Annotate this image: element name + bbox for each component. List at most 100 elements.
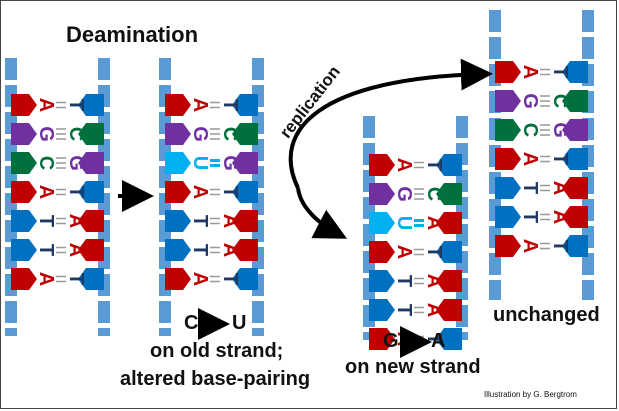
base-a-left — [11, 181, 37, 203]
base-a-left — [11, 94, 37, 116]
base-a-right — [562, 177, 588, 199]
base-letter-a: A — [65, 214, 87, 228]
base-letter-t: T — [65, 273, 87, 285]
base-g-left — [369, 183, 395, 205]
base-letter-a: A — [189, 98, 211, 112]
base-letter-t: T — [35, 244, 57, 256]
base-t-right — [562, 148, 588, 170]
base-c-right — [436, 183, 462, 205]
base-letter-t: T — [189, 215, 211, 227]
base-t-left — [369, 270, 395, 292]
base-c-right — [232, 123, 258, 145]
base-a-right — [436, 270, 462, 292]
base-letter-a: A — [189, 185, 211, 199]
base-t-left — [495, 177, 521, 199]
diagram-title: Deamination — [66, 22, 199, 47]
base-g-right — [232, 152, 258, 174]
base-c-right — [562, 90, 588, 112]
base-c-right — [78, 123, 104, 145]
base-t-right — [78, 94, 104, 116]
base-letter-t: T — [393, 275, 415, 287]
base-a-right — [78, 239, 104, 261]
base-letter-a: A — [219, 243, 241, 257]
base-letter-g: G — [65, 155, 87, 171]
base-letter-a: A — [423, 274, 445, 288]
base-t-right — [562, 235, 588, 257]
base-c-left — [11, 152, 37, 174]
base-letter-a: A — [35, 98, 57, 112]
g-to-a-to: A — [431, 330, 446, 352]
base-a-left — [369, 241, 395, 263]
base-letter-a: A — [519, 65, 541, 79]
base-a-left — [165, 268, 191, 290]
base-a-right — [232, 210, 258, 232]
base-letter-t: T — [549, 153, 571, 165]
base-letter-g: G — [393, 186, 415, 202]
base-letter-c: C — [65, 127, 87, 141]
base-a-right — [562, 206, 588, 228]
replication-arrow-upper — [288, 58, 493, 189]
base-t-left — [165, 239, 191, 261]
base-t-right — [436, 154, 462, 176]
base-letter-a: A — [549, 210, 571, 224]
base-g-left — [11, 123, 37, 145]
c-to-u-from: C — [184, 312, 199, 334]
base-letter-g: G — [35, 126, 57, 142]
base-letter-g: G — [189, 126, 211, 142]
base-t-right — [232, 181, 258, 203]
base-letter-c: C — [35, 156, 57, 170]
base-letter-u: U — [189, 156, 211, 170]
base-letter-t: T — [519, 211, 541, 223]
base-letter-a: A — [35, 272, 57, 286]
base-a-left — [495, 148, 521, 170]
base-letter-t: T — [423, 159, 445, 171]
base-letter-u: U — [393, 216, 415, 230]
base-letter-t: T — [219, 273, 241, 285]
base-letter-t: T — [219, 186, 241, 198]
base-letter-c: C — [219, 127, 241, 141]
base-g-left — [495, 90, 521, 112]
base-letter-a: A — [189, 272, 211, 286]
base-letter-a: A — [393, 245, 415, 259]
base-letter-t: T — [549, 240, 571, 252]
base-g-right — [78, 152, 104, 174]
base-letter-a: A — [423, 303, 445, 317]
old-strand-label: on old strand; — [150, 340, 284, 362]
base-letter-t: T — [393, 304, 415, 316]
base-t-right — [232, 94, 258, 116]
base-t-left — [495, 206, 521, 228]
base-t-right — [78, 268, 104, 290]
g-to-a-from: G — [383, 330, 399, 352]
new-strand-label: on new strand — [345, 356, 481, 378]
base-letter-g: G — [219, 155, 241, 171]
base-a-left — [165, 181, 191, 203]
base-letter-c: C — [423, 187, 445, 201]
base-t-right — [78, 181, 104, 203]
base-a-right — [436, 299, 462, 321]
base-a-left — [495, 61, 521, 83]
c-to-u-to: U — [232, 312, 247, 334]
base-a-right — [78, 210, 104, 232]
base-t-right — [232, 268, 258, 290]
base-letter-a: A — [423, 216, 445, 230]
base-g-right — [562, 119, 588, 141]
base-t-left — [165, 210, 191, 232]
base-letter-t: T — [423, 246, 445, 258]
base-u-left — [165, 152, 191, 174]
base-letter-a: A — [219, 214, 241, 228]
base-t-right — [562, 61, 588, 83]
base-u-left — [369, 212, 395, 234]
illustration-credit: Illustration by G. Bergtrom — [484, 390, 577, 399]
base-letter-t: T — [35, 215, 57, 227]
base-t-left — [11, 239, 37, 261]
base-t-left — [11, 210, 37, 232]
base-c-left — [495, 119, 521, 141]
base-letter-a: A — [519, 152, 541, 166]
base-a-left — [369, 154, 395, 176]
base-a-left — [165, 94, 191, 116]
base-letter-a: A — [35, 185, 57, 199]
